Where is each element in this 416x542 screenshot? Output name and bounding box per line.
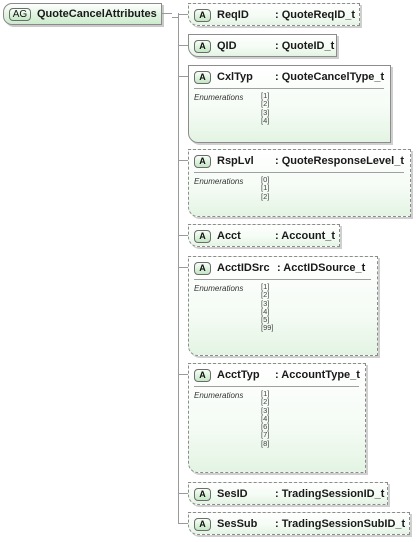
attribute-icon: A bbox=[194, 517, 211, 531]
attribute-group-root[interactable]: AG QuoteCancelAttributes bbox=[3, 3, 162, 25]
field-type: : TradingSessionSubID_t bbox=[275, 518, 406, 530]
root-connector bbox=[162, 13, 172, 14]
enumerations-label: Enumerations bbox=[194, 284, 244, 293]
field-cxltyp[interactable]: A CxlTyp : QuoteCancelType_t Enumeration… bbox=[188, 65, 391, 143]
field-type: : QuoteResponseLevel_t bbox=[275, 155, 404, 167]
attribute-icon: A bbox=[194, 487, 211, 501]
field-type: : AcctIDSource_t bbox=[277, 262, 366, 274]
enum-value: [4] bbox=[261, 306, 270, 316]
field-name: ReqID bbox=[217, 9, 249, 21]
field-reqid[interactable]: A ReqID : QuoteReqID_t bbox=[188, 3, 360, 26]
field-type: : TradingSessionID_t bbox=[275, 488, 385, 500]
attribute-icon: A bbox=[194, 261, 211, 275]
enumerations: Enumerations [0] [1] [2] bbox=[189, 173, 410, 201]
attribute-icon: A bbox=[194, 154, 211, 168]
enum-separator bbox=[194, 172, 404, 173]
branch-connector bbox=[178, 235, 188, 236]
enum-value: [1] bbox=[261, 91, 270, 100]
field-accttyp[interactable]: A AcctTyp : AccountType_t Enumerations [… bbox=[188, 363, 366, 473]
branch-connector bbox=[178, 14, 188, 15]
enum-value: [7] bbox=[261, 430, 270, 440]
field-name: AcctTyp bbox=[217, 369, 260, 381]
enum-value: [2] bbox=[261, 191, 270, 201]
branch-connector bbox=[178, 493, 188, 494]
branch-connector bbox=[178, 523, 188, 524]
field-name: RspLvl bbox=[217, 155, 254, 167]
attribute-group-name: QuoteCancelAttributes bbox=[37, 8, 157, 20]
field-name: AcctIDSrc bbox=[217, 262, 270, 274]
branch-connector bbox=[178, 267, 188, 268]
branch-connector bbox=[178, 45, 188, 46]
tree-trunk bbox=[178, 13, 179, 523]
enum-value: [4] bbox=[261, 413, 270, 423]
field-name: SesID bbox=[217, 488, 248, 500]
enumerations-label: Enumerations bbox=[194, 177, 244, 186]
enum-separator bbox=[194, 386, 359, 387]
enum-value: [1] bbox=[261, 183, 270, 193]
field-type: : Account_t bbox=[275, 230, 336, 242]
enum-value: [3] bbox=[261, 405, 270, 415]
field-type: : QuoteID_t bbox=[275, 40, 335, 52]
enum-value: [1] bbox=[261, 389, 270, 398]
enum-value: [8] bbox=[261, 438, 270, 448]
field-type: : AccountType_t bbox=[275, 369, 360, 381]
field-name: Acct bbox=[217, 230, 241, 242]
field-acct[interactable]: A Acct : Account_t bbox=[188, 224, 340, 247]
enumerations: Enumerations [1] [2] [3] [4] [6] [7] [8] bbox=[189, 387, 365, 448]
enum-value: [2] bbox=[261, 397, 270, 407]
attribute-group-icon: AG bbox=[9, 7, 31, 21]
field-sessub[interactable]: A SesSub : TradingSessionSubID_t bbox=[188, 512, 410, 535]
attribute-icon: A bbox=[194, 229, 211, 243]
branch-connector bbox=[178, 76, 188, 77]
field-rsplvl[interactable]: A RspLvl : QuoteResponseLevel_t Enumerat… bbox=[188, 149, 411, 217]
field-name: SesSub bbox=[217, 518, 258, 530]
enum-separator bbox=[194, 88, 384, 89]
enumerations: Enumerations [1] [2] [3] [4] [5] [99] bbox=[189, 280, 377, 333]
enum-value: [3] bbox=[261, 107, 270, 117]
field-qid[interactable]: A QID : QuoteID_t bbox=[188, 34, 337, 57]
enum-separator bbox=[194, 279, 371, 280]
attribute-icon: A bbox=[194, 368, 211, 382]
field-type: : QuoteCancelType_t bbox=[275, 71, 385, 83]
enum-value: [99] bbox=[261, 323, 274, 333]
root-connector-stub bbox=[172, 17, 178, 18]
branch-connector bbox=[178, 374, 188, 375]
enum-value: [0] bbox=[261, 175, 270, 184]
enum-value: [4] bbox=[261, 115, 270, 125]
enumerations: Enumerations [1] [2] [3] [4] bbox=[189, 89, 390, 125]
enum-value: [1] bbox=[261, 282, 270, 291]
enumerations-label: Enumerations bbox=[194, 93, 244, 102]
attribute-icon: A bbox=[194, 8, 211, 22]
field-acctidsrc[interactable]: A AcctIDSrc : AcctIDSource_t Enumeration… bbox=[188, 256, 378, 356]
field-type: : QuoteReqID_t bbox=[275, 9, 356, 21]
enum-value: [2] bbox=[261, 99, 270, 109]
branch-connector bbox=[178, 160, 188, 161]
field-name: QID bbox=[217, 40, 237, 52]
enum-value: [6] bbox=[261, 422, 270, 432]
enum-value: [2] bbox=[261, 290, 270, 300]
enumerations-label: Enumerations bbox=[194, 391, 244, 400]
enum-value: [3] bbox=[261, 298, 270, 308]
field-sesid[interactable]: A SesID : TradingSessionID_t bbox=[188, 482, 388, 505]
attribute-icon: A bbox=[194, 70, 211, 84]
attribute-icon: A bbox=[194, 39, 211, 53]
enum-value: [5] bbox=[261, 315, 270, 325]
field-name: CxlTyp bbox=[217, 71, 253, 83]
